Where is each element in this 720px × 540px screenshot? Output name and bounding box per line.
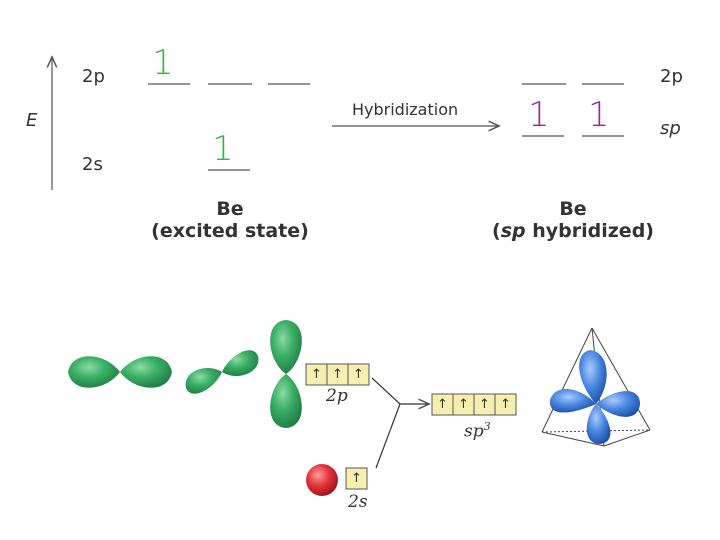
spin-arrow-2s: ↑ xyxy=(351,471,362,486)
left-caption-line2: (excited state) xyxy=(151,220,309,242)
left-2s-label: 2s xyxy=(82,154,103,175)
right-sp-label: sp xyxy=(660,118,681,139)
right-caption-line1: Be xyxy=(559,198,587,220)
label-sp3-sup: 3 xyxy=(483,420,491,433)
label-sp3-base: sp xyxy=(464,421,484,442)
label-2p: 2p xyxy=(326,386,348,406)
left-2s-text: 2s xyxy=(82,154,103,175)
spin-arrow: ↑ xyxy=(311,367,322,382)
right-caption: Be (sp hybridized) xyxy=(480,198,666,242)
connector-2p xyxy=(371,377,401,405)
left-2p-text: 2p xyxy=(82,66,105,87)
right-caption-line2: (sp hybridized) xyxy=(480,220,666,242)
spin-arrow: ↑ xyxy=(458,397,469,412)
label-2s: 2s xyxy=(348,492,368,512)
arrows-2p: ↑ ↑ ↑ xyxy=(306,364,369,385)
spin-arrow: ↑ xyxy=(437,397,448,412)
spin-arrow: ↑ xyxy=(353,367,364,382)
hybridization-label: Hybridization xyxy=(352,100,459,119)
spin-arrow: ↑ xyxy=(500,397,511,412)
right-sp-electron-1: 1 xyxy=(528,95,550,135)
right-caption-open-paren: ( xyxy=(492,220,501,242)
left-2p-electron: 1 xyxy=(152,43,174,83)
energy-label: E xyxy=(26,110,38,131)
box-2s xyxy=(345,467,368,490)
right-sp-electron-2: 1 xyxy=(588,95,610,135)
arrows-sp3: ↑ ↑ ↑ ↑ xyxy=(432,394,516,415)
p-orbital-horizontal xyxy=(68,356,172,388)
sp3-orbitals xyxy=(549,350,640,444)
p-orbital-vertical xyxy=(270,320,302,428)
p-orbital-diagonal xyxy=(185,350,259,394)
left-caption-line1: Be xyxy=(216,198,244,220)
boxes-2p xyxy=(305,363,370,386)
spin-arrow: ↑ xyxy=(479,397,490,412)
right-2p-label: 2p xyxy=(660,66,683,87)
right-caption-sp: sp xyxy=(500,220,526,242)
right-caption-rest: hybridized) xyxy=(525,220,654,242)
left-2p-label: 2p xyxy=(82,66,105,87)
left-caption: Be (excited state) xyxy=(140,198,320,242)
label-sp3: sp3 xyxy=(464,420,491,442)
connector-2s xyxy=(375,403,401,469)
spin-arrow: ↑ xyxy=(332,367,343,382)
s-orbital xyxy=(306,464,338,496)
boxes-sp3 xyxy=(431,393,517,416)
left-2s-electron: 1 xyxy=(212,129,234,169)
